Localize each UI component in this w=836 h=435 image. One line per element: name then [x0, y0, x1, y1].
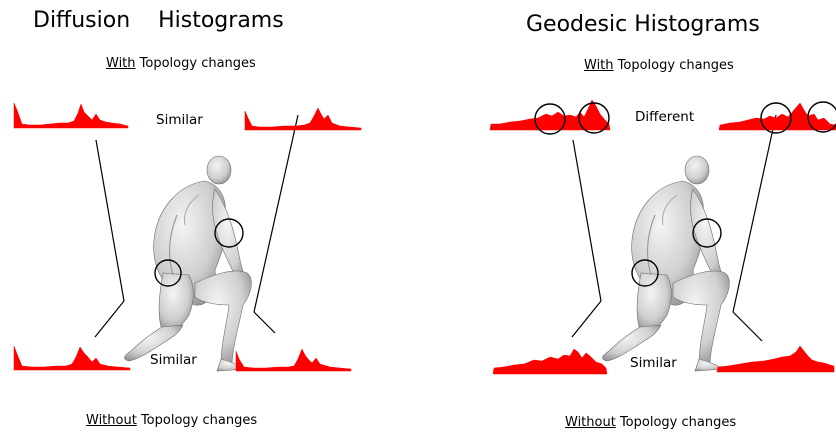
left-knee-circle — [214, 218, 244, 248]
right-bottom-caption: Without Topology changes — [565, 415, 736, 430]
left-bottom-caption: Without Topology changes — [86, 413, 257, 428]
right-bottom-caption-rest: Topology changes — [615, 415, 737, 430]
right-panel-graphics — [489, 99, 836, 375]
left-panel-graphics — [13, 102, 362, 372]
left-top-caption-emph: With — [106, 56, 136, 71]
left-top-label: Similar — [156, 112, 203, 128]
left-top-right-histogram — [244, 107, 362, 131]
left-human-figure — [123, 155, 252, 372]
right-bottom-left-histogram — [492, 348, 608, 375]
left-bottom-left-histogram — [13, 345, 131, 371]
right-bottom-left-connector — [571, 300, 602, 338]
right-knee-circle — [692, 218, 722, 248]
left-top-caption-rest: Topology changes — [135, 56, 256, 71]
right-panel-title: Geodesic Histograms — [526, 12, 760, 37]
right-top-right-connector — [732, 114, 777, 313]
right-top-right-highlight-circle-1 — [760, 102, 792, 134]
right-top-left-highlight-circle-2 — [578, 102, 610, 134]
right-top-left-highlight-circle-1 — [534, 103, 566, 135]
right-human-figure — [601, 155, 730, 372]
left-bottom-right-histogram — [235, 348, 352, 372]
right-top-caption: With Topology changes — [584, 58, 734, 73]
left-bottom-caption-rest: Topology changes — [136, 413, 258, 428]
right-hand-circle — [631, 259, 659, 287]
left-panel-title: Diffusion Histograms — [33, 8, 284, 33]
right-top-right-histogram — [718, 102, 836, 131]
right-bottom-label: Similar — [630, 355, 677, 371]
left-bottom-caption-emph: Without — [86, 413, 137, 428]
left-top-left-connector — [95, 139, 125, 302]
right-bottom-caption-emph: Without — [565, 415, 616, 430]
left-top-caption: With Topology changes — [106, 56, 256, 71]
right-top-left-connector — [572, 139, 602, 302]
left-bottom-right-connector — [253, 311, 276, 334]
right-top-right-highlight-circle-2 — [807, 101, 836, 133]
left-bottom-label: Similar — [150, 352, 197, 368]
right-top-caption-emph: With — [584, 58, 614, 73]
left-bottom-left-connector — [94, 300, 125, 338]
left-hand-circle — [154, 259, 182, 287]
right-top-label: Different — [635, 109, 695, 125]
right-top-caption-rest: Topology changes — [613, 58, 734, 73]
right-bottom-right-histogram — [716, 345, 835, 373]
right-bottom-right-connector — [732, 311, 763, 342]
left-top-right-connector — [253, 114, 299, 313]
left-top-left-histogram — [13, 102, 129, 129]
